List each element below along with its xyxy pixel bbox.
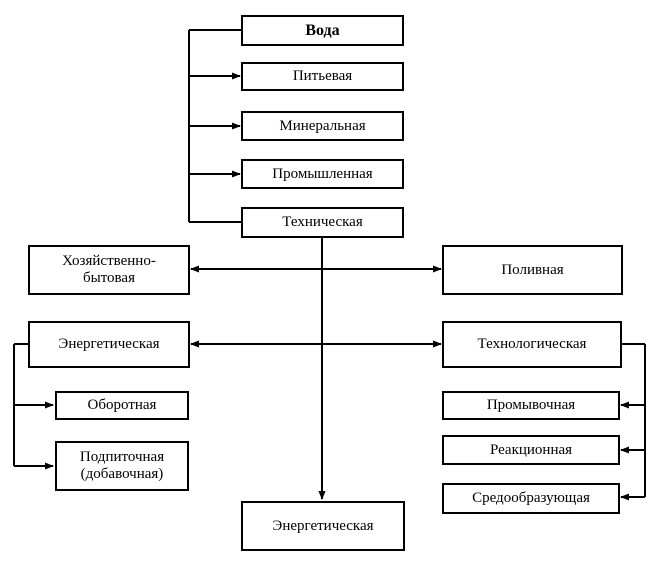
node-promyvochnaya-label: Промывочная xyxy=(486,397,576,413)
node-voda: Вода xyxy=(241,15,404,46)
node-tekhnicheskaya-label: Техническая xyxy=(282,214,363,230)
node-khozyaistvenno-bytovaya: Хозяйственно- бытовая xyxy=(28,245,190,295)
node-tekhnologicheskaya-label: Технологическая xyxy=(477,336,587,352)
node-tekhnologicheskaya: Технологическая xyxy=(442,321,622,368)
node-reaktsionnaya-label: Реакционная xyxy=(489,441,573,458)
node-pitevaya: Питьевая xyxy=(241,62,404,91)
node-tekhnicheskaya: Техническая xyxy=(241,207,404,238)
node-energeticheskaya-left: Энергетическая xyxy=(28,321,190,368)
node-polivnaya: Поливная xyxy=(442,245,623,295)
node-podpitochnaya-label: Подпиточная (добавочная) xyxy=(79,449,165,482)
node-khozyaistvenno-bytovaya-label: Хозяйственно- бытовая xyxy=(62,253,156,286)
node-oborotnaya-label: Оборотная xyxy=(87,397,157,413)
node-energeticheskaya-left-label: Энергетическая xyxy=(58,336,160,352)
node-mineralnaya-label: Минеральная xyxy=(279,117,366,134)
node-energeticheskaya-bottom: Энергетическая xyxy=(241,501,405,551)
node-voda-label: Вода xyxy=(305,22,340,39)
node-promyshlennaya: Промышленная xyxy=(241,159,404,189)
node-polivnaya-label: Поливная xyxy=(501,261,564,278)
node-sredoobrazuyushchaya: Средообразующая xyxy=(442,483,620,514)
node-sredoobrazuyushchaya-label: Средообразующая xyxy=(472,490,590,506)
node-pitevaya-label: Питьевая xyxy=(292,68,353,84)
node-reaktsionnaya: Реакционная xyxy=(442,435,620,465)
node-energeticheskaya-bottom-label: Энергетическая xyxy=(272,517,374,534)
node-mineralnaya: Минеральная xyxy=(241,111,404,141)
node-podpitochnaya: Подпиточная (добавочная) xyxy=(55,441,189,491)
node-promyvochnaya: Промывочная xyxy=(442,391,620,420)
node-oborotnaya: Оборотная xyxy=(55,391,189,420)
node-promyshlennaya-label: Промышленная xyxy=(272,165,373,182)
